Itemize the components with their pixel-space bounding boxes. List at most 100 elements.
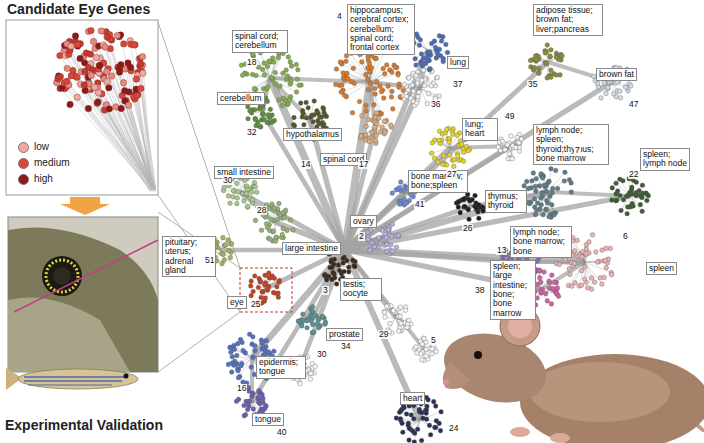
gene-dot xyxy=(98,28,104,34)
gene-dot xyxy=(118,62,124,68)
gene-dot xyxy=(252,107,257,112)
gene-dot xyxy=(288,218,293,223)
gene-dot xyxy=(572,249,577,254)
gene-dot xyxy=(267,59,272,64)
gene-link xyxy=(370,238,382,250)
gene-dot xyxy=(74,74,80,80)
gene-dot xyxy=(398,314,403,319)
gene-dot xyxy=(391,107,396,112)
gene-dot xyxy=(280,103,285,108)
gene-dot xyxy=(131,42,137,48)
gene-dot xyxy=(555,286,560,291)
gene-dot xyxy=(262,282,267,287)
gene-dot xyxy=(350,110,355,115)
gene-dot xyxy=(334,67,339,72)
gene-dot xyxy=(340,83,345,88)
module-link xyxy=(345,50,428,250)
gene-dot xyxy=(85,105,91,111)
gene-dot xyxy=(306,106,311,111)
gene-dot xyxy=(569,284,574,289)
gene-dot xyxy=(403,201,408,206)
gene-dot xyxy=(369,66,374,71)
gene-dot xyxy=(332,272,337,277)
gene-dot xyxy=(441,56,446,61)
gene-dot xyxy=(390,249,395,254)
gene-dot xyxy=(537,70,542,75)
gene-dot xyxy=(559,53,564,58)
gene-dot xyxy=(618,96,623,101)
gene-dot xyxy=(437,138,442,143)
gene-dot xyxy=(284,68,289,73)
gene-dot xyxy=(414,73,419,78)
gene-dot xyxy=(267,271,272,276)
gene-dot xyxy=(316,111,321,116)
gene-dot xyxy=(533,212,538,217)
inset-frame xyxy=(6,20,158,195)
gene-dot xyxy=(563,257,568,262)
gene-dot xyxy=(311,120,316,125)
gene-dot xyxy=(609,272,614,277)
gene-dot xyxy=(545,299,550,304)
gene-dot xyxy=(288,82,293,87)
gene-dot xyxy=(133,76,139,82)
gene-dot xyxy=(373,86,378,91)
module-link xyxy=(250,358,254,402)
gene-dot xyxy=(575,238,580,243)
gene-link xyxy=(110,39,152,190)
gene-dot xyxy=(271,229,276,234)
gene-dot xyxy=(364,124,369,129)
gene-dot xyxy=(244,192,249,197)
gene-dot xyxy=(114,32,120,38)
gene-dot xyxy=(134,91,140,97)
gene-dot xyxy=(397,202,402,207)
gene-dot xyxy=(461,150,466,155)
gene-dot xyxy=(538,269,543,274)
gene-dot xyxy=(534,189,539,194)
gene-dot xyxy=(256,285,261,290)
gene-dot xyxy=(270,75,275,80)
gene-dot xyxy=(417,43,422,48)
gene-dot xyxy=(235,196,240,201)
module-link xyxy=(240,192,275,222)
gene-dot xyxy=(310,305,315,310)
gene-dot xyxy=(543,291,548,296)
gene-dot xyxy=(296,67,301,72)
gene-link xyxy=(67,81,153,186)
gene-dot xyxy=(339,90,344,95)
gene-dot xyxy=(248,109,253,114)
gene-dot xyxy=(513,145,518,150)
gene-dot xyxy=(294,90,299,95)
gene-dot xyxy=(384,63,389,68)
gene-dot xyxy=(221,252,226,257)
gene-dot xyxy=(384,235,389,240)
gene-dot xyxy=(611,91,616,96)
gene-dot xyxy=(329,259,334,264)
gene-dot xyxy=(544,189,549,194)
gene-link xyxy=(95,87,151,192)
gene-dot xyxy=(595,260,600,265)
gene-dot xyxy=(346,265,351,270)
gene-dot xyxy=(125,102,131,108)
gene-module xyxy=(522,166,574,219)
gene-dot xyxy=(389,234,394,239)
gene-dot xyxy=(222,185,227,190)
gene-dot xyxy=(266,112,271,117)
zebrafish xyxy=(6,368,138,390)
gene-dot xyxy=(572,261,577,266)
gene-dot xyxy=(373,92,378,97)
gene-dot xyxy=(253,116,258,121)
gene-dot xyxy=(427,50,432,55)
gene-dot xyxy=(550,191,555,196)
gene-dot xyxy=(426,91,431,96)
gene-dot xyxy=(510,157,515,162)
gene-dot xyxy=(364,72,369,77)
gene-dot xyxy=(579,268,584,273)
gene-link xyxy=(141,88,155,187)
gene-dot xyxy=(629,187,634,192)
gene-dot xyxy=(140,70,146,76)
gene-dot xyxy=(532,66,537,71)
gene-link xyxy=(91,31,155,191)
gene-dot xyxy=(599,96,604,101)
gene-dot xyxy=(390,89,395,94)
gene-dot xyxy=(296,319,301,324)
